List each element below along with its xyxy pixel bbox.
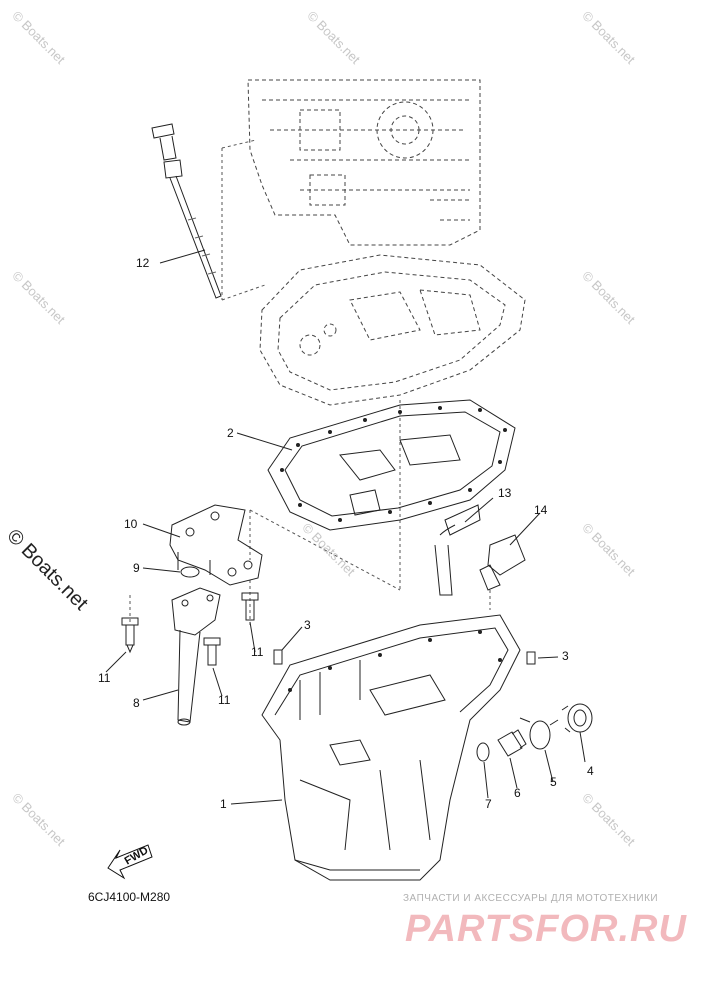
callout-10: 10 <box>124 517 138 531</box>
dowel-pin-part-3-left <box>273 649 283 665</box>
engine-block-outline <box>247 79 481 246</box>
hose-part-13 <box>434 504 481 596</box>
callout-8: 8 <box>133 696 140 710</box>
brand-tagline: ЗАПЧАСТИ И АКСЕССУАРЫ ДЛЯ МОТОТЕХНИКИ <box>403 893 659 904</box>
leader-lines <box>105 249 586 805</box>
clip-part-14 <box>479 534 526 591</box>
o-ring-part-9 <box>180 566 200 578</box>
bolt-part-11-center <box>203 637 221 666</box>
diagram-code: 6CJ4100-M280 <box>88 890 171 904</box>
callout-1: 1 <box>220 797 227 811</box>
callout-12: 12 <box>136 256 150 270</box>
oil-pan-part-1 <box>261 614 521 881</box>
bolt-part-11-right <box>241 592 259 621</box>
callout-3a: 3 <box>304 618 311 632</box>
dipstick-part-12 <box>151 123 222 299</box>
engine-base-outline <box>259 254 526 406</box>
callout-2: 2 <box>227 426 234 440</box>
gasket-part-2 <box>267 399 516 531</box>
callout-9: 9 <box>133 561 140 575</box>
fwd-arrow-icon <box>107 844 153 880</box>
callout-11b: 11 <box>218 693 231 707</box>
guide-lines <box>129 139 491 625</box>
bolt-part-11-left <box>121 617 139 654</box>
oil-pipe-part-8 <box>171 587 221 726</box>
hose-clamp-part-5 <box>519 717 559 750</box>
brand-logo: PARTSFOR.RU <box>405 908 687 950</box>
washer-part-7 <box>476 742 490 762</box>
callout-13: 13 <box>498 486 512 500</box>
callout-4: 4 <box>587 764 594 778</box>
callout-11a: 11 <box>98 671 111 685</box>
callout-11c: 11 <box>251 645 264 659</box>
fitting-part-4 <box>561 703 593 733</box>
dowel-pin-part-3-right <box>526 651 536 665</box>
callout-6: 6 <box>514 786 521 800</box>
callout-5: 5 <box>550 775 557 789</box>
drain-plug-part-6 <box>497 729 527 757</box>
bracket-part-10 <box>169 504 263 586</box>
callout-7: 7 <box>485 797 492 811</box>
callout-3b: 3 <box>562 649 569 663</box>
callout-14: 14 <box>534 503 548 517</box>
